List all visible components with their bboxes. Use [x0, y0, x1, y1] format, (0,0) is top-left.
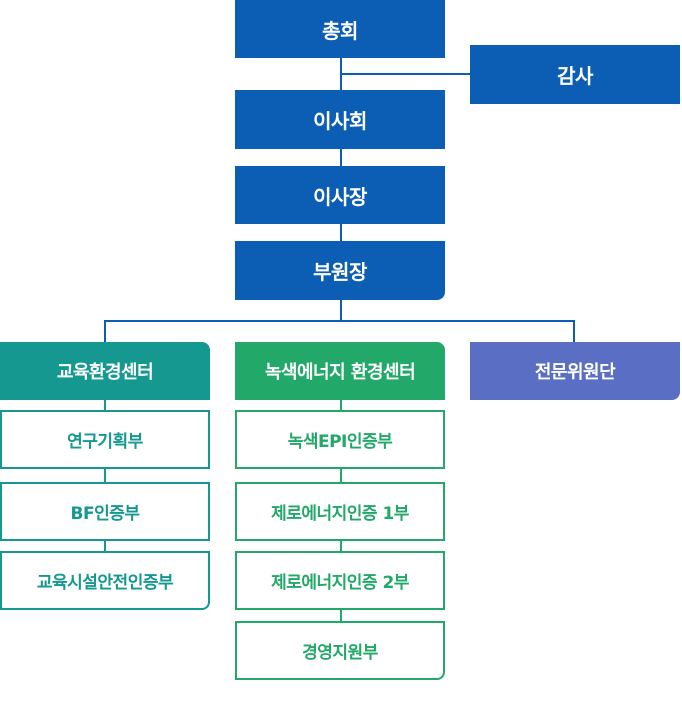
research-planning-unit-box: 연구기획부 [0, 410, 210, 469]
management-support-unit-box: 경영지원부 [235, 621, 445, 680]
zero-energy-certification-1-unit-box: 제로에너지인증 1부 [235, 482, 445, 541]
green-epi-certification-unit-label: 녹색EPI인증부 [287, 432, 393, 452]
school-safety-certification-unit-label: 교육시설안전인증부 [36, 573, 174, 593]
bf-certification-unit-label: BF인증부 [70, 504, 141, 524]
green-energy-center-label: 녹색에너지 환경센터 [264, 362, 416, 383]
education-environment-center-box: 교육환경센터 [0, 342, 210, 400]
audit-box: 감사 [470, 45, 680, 104]
green-epi-certification-unit-box: 녹색EPI인증부 [235, 410, 445, 469]
green-energy-center-box: 녹색에너지 환경센터 [235, 342, 445, 400]
general-meeting-label: 총회 [322, 18, 358, 43]
bf-certification-unit-box: BF인증부 [0, 482, 210, 541]
teal-spine-line [104, 400, 106, 552]
management-support-unit-label: 경영지원부 [302, 643, 378, 663]
education-environment-center-label: 교육환경센터 [56, 362, 154, 383]
chairman-label: 이사장 [313, 184, 367, 209]
general-meeting-box: 총회 [235, 0, 445, 58]
department-branch-line [104, 320, 575, 322]
zero-energy-certification-2-unit-box: 제로에너지인증 2부 [235, 551, 445, 610]
vice-president-label: 부원장 [313, 260, 367, 284]
school-safety-certification-unit-box: 교육시설안전인증부 [0, 551, 210, 610]
branch-drop-left [104, 320, 106, 342]
board-box: 이사회 [235, 90, 445, 149]
research-planning-unit-label: 연구기획부 [67, 432, 143, 452]
audit-connector [341, 73, 470, 75]
branch-drop-right [573, 320, 575, 342]
expert-committee-box: 전문위원단 [470, 342, 680, 400]
zero-energy-certification-2-unit-label: 제로에너지인증 2부 [271, 573, 409, 593]
expert-committee-label: 전문위원단 [534, 362, 616, 383]
board-label: 이사회 [313, 109, 367, 133]
audit-label: 감사 [557, 64, 593, 88]
chairman-box: 이사장 [235, 166, 445, 224]
vice-president-box: 부원장 [235, 241, 445, 300]
zero-energy-certification-1-unit-label: 제로에너지인증 1부 [271, 504, 409, 524]
